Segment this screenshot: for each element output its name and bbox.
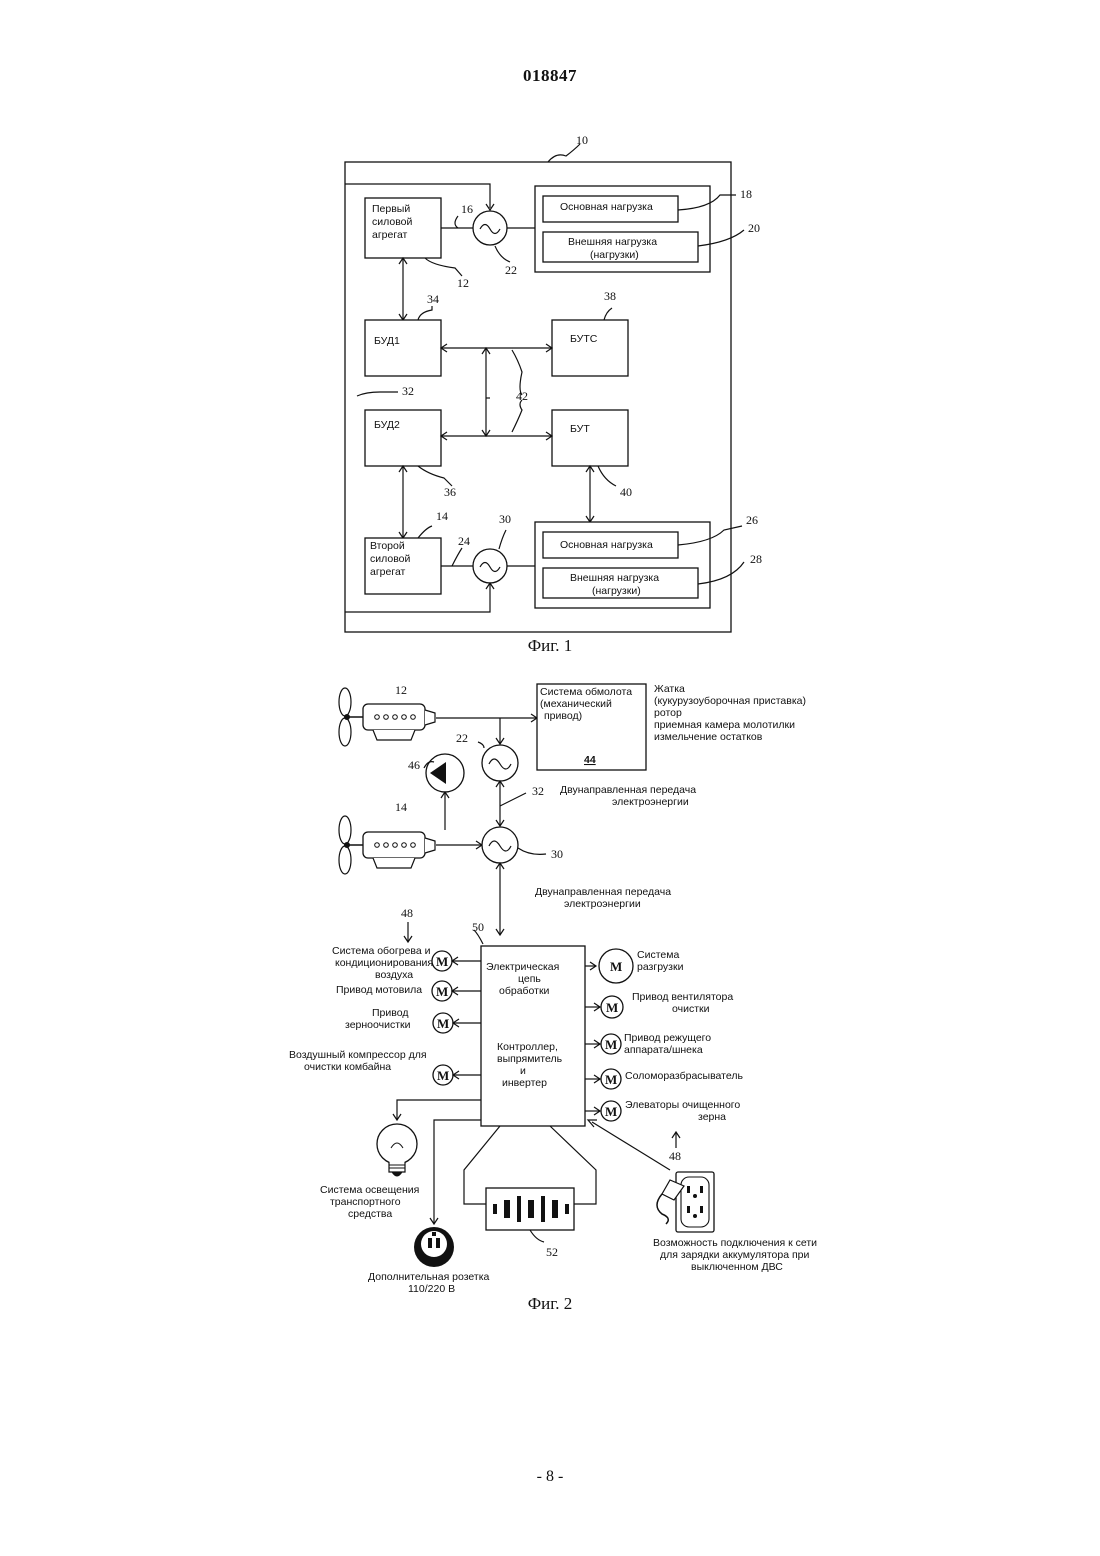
elevators-line1: Элеваторы очищенного [625, 1099, 740, 1111]
threshing-ref-44: 44 [584, 754, 596, 766]
page-number: - 8 - [0, 1468, 1100, 1486]
motor-unloading: M [599, 949, 633, 983]
engine-12-icon [339, 688, 435, 746]
light-bulb-icon [377, 1124, 417, 1176]
motor-symbol: M [436, 984, 448, 999]
motor-symbol: M [605, 1072, 617, 1087]
fan-line1: Привод вентилятора [632, 991, 733, 1003]
lighting-line3: средства [348, 1208, 392, 1220]
bidirectional-1-line2: электроэнергии [612, 796, 689, 808]
reel-label: Привод мотовила [336, 984, 422, 996]
motor-symbol: M [605, 1104, 617, 1119]
wall-socket-plug-icon [657, 1172, 714, 1232]
line-outlet [434, 1120, 481, 1224]
bidirectional-2-line1: Двунаправленная передача [535, 886, 671, 898]
motor-symbol: M [437, 1016, 449, 1031]
leader-32-fig2 [500, 793, 526, 806]
plugin-line3: выключенном ДВС [691, 1261, 783, 1273]
header-item-5: измельчение остатков [654, 731, 763, 743]
ref-14-fig2: 14 [395, 800, 407, 814]
lighting-line1: Система освещения [320, 1184, 419, 1196]
compressor-line1: Воздушный компрессор для [289, 1049, 427, 1061]
ref-22-fig2: 22 [456, 731, 468, 745]
elevators-line2: зерна [698, 1111, 726, 1123]
cleaning-line1: Привод [372, 1007, 408, 1019]
ref-48-bottom: 48 [669, 1149, 681, 1163]
header-item-1: Жатка [654, 683, 685, 695]
ref-46: 46 [408, 758, 420, 772]
motor-symbol: M [605, 1037, 617, 1052]
cutter-line2: аппарата/шнека [624, 1044, 703, 1056]
leader-30-fig2 [518, 848, 546, 854]
leader-52 [530, 1230, 544, 1242]
lighting-line2: транспортного [330, 1196, 401, 1208]
ref-50: 50 [472, 920, 484, 934]
unloading-line2: разгрузки [637, 961, 684, 973]
circuit-line2: цепь [518, 973, 541, 985]
cleaning-line2: зерноочистки [345, 1019, 411, 1031]
engine-14-icon [339, 816, 435, 874]
motor-symbol: M [606, 1000, 618, 1015]
bidirectional-1-line1: Двунаправленная передача [560, 784, 696, 796]
unloading-line1: Система [637, 949, 679, 961]
header-item-4: приемная камера молотилки [654, 719, 795, 731]
controller-line3: и [520, 1065, 526, 1077]
hvac-line1: Система обогрева и [332, 945, 431, 957]
header-item-2: (кукурузоуборочная приставка) [654, 695, 806, 707]
motor-elevators: M [601, 1101, 621, 1121]
motor-symbol: M [610, 959, 622, 974]
hvac-line3: воздуха [375, 969, 413, 981]
controller-line2: выпрямитель [497, 1053, 563, 1065]
bidirectional-2-line2: электроэнергии [564, 898, 641, 910]
threshing-line1: Система обмолота [540, 686, 632, 698]
threshing-line3: привод) [544, 710, 582, 722]
motor-compressor: M [433, 1065, 453, 1085]
ref-48-top: 48 [401, 906, 413, 920]
motor-symbol: M [437, 1068, 449, 1083]
ref-12-fig2: 12 [395, 683, 407, 697]
motor-straw: M [601, 1069, 621, 1089]
cutter-line1: Привод режущего [624, 1032, 711, 1044]
figure-2-caption: Фиг. 2 [0, 1294, 1100, 1314]
arrow-plugin [588, 1120, 597, 1127]
ref-30-fig2: 30 [551, 847, 563, 861]
straw-label: Соломоразбрасыватель [625, 1070, 743, 1082]
line-lighting [397, 1100, 481, 1120]
motor-cleaning: M [433, 1013, 453, 1033]
controller-line1: Контроллер, [497, 1041, 558, 1053]
plugin-line2: для зарядки аккумулятора при [660, 1249, 810, 1261]
motor-symbol: M [436, 954, 448, 969]
compressor-line2: очистки комбайна [304, 1061, 391, 1073]
motor-fan: M [601, 996, 623, 1018]
outlet-line1: Дополнительная розетка [368, 1271, 490, 1283]
power-outlet-icon [414, 1227, 454, 1267]
circuit-line3: обработки [499, 985, 550, 997]
header-item-3: ротор [654, 707, 682, 719]
threshing-line2: (механический [540, 698, 612, 710]
ref-32-fig2: 32 [532, 784, 544, 798]
motor-reel: M [432, 981, 452, 1001]
line-plugin [592, 1122, 670, 1170]
controller-line4: инвертер [502, 1077, 547, 1089]
ref-52: 52 [546, 1245, 558, 1259]
hvac-line2: кондиционирования [335, 957, 433, 969]
circuit-line1: Электрическая [486, 961, 559, 973]
leader-22-fig2 [478, 742, 484, 748]
motor-hvac: M [432, 951, 452, 971]
plugin-line1: Возможность подключения к сети [653, 1237, 817, 1249]
motor-cutter: M [601, 1034, 621, 1054]
fan-line2: очистки [672, 1003, 710, 1015]
